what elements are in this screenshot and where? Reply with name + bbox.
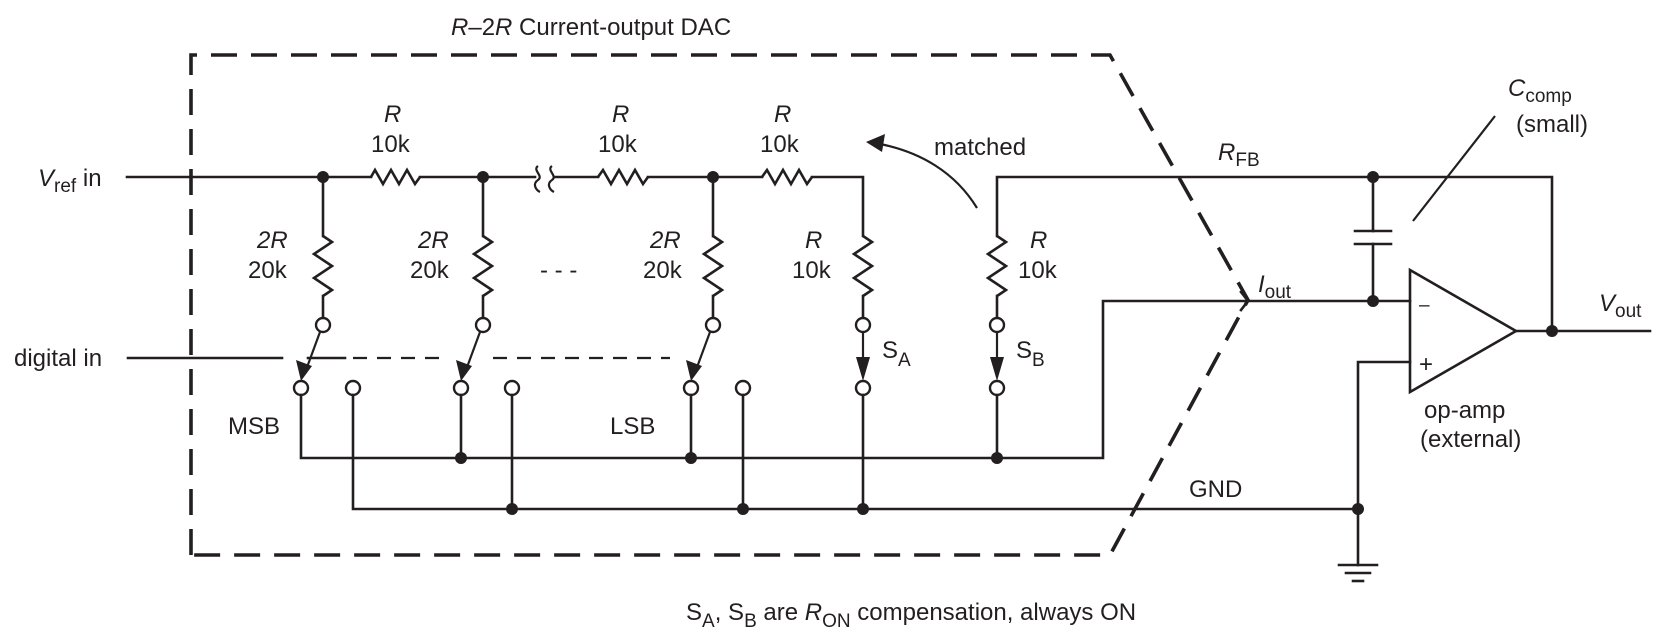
switch-lsb [682,316,752,397]
iout-label: Iout [1258,271,1292,303]
series-resistor-1 [369,167,422,187]
series-resistor-3 [760,167,814,187]
ccomp-capacitor [1353,175,1393,303]
shunt-branch-lsb [701,175,725,320]
shunt-branch-2 [471,175,495,320]
matched-arrow [879,142,978,209]
series-resistor-2 [596,167,650,187]
sb-label: SB [1016,337,1045,371]
vref-in-label: Vref in [38,165,102,197]
switch-2 [452,316,521,397]
feedback-r-value: 10k [1018,257,1058,284]
rfb-label: RFB [1218,139,1260,171]
series-2-symbol: R [612,101,629,128]
gnd-bus [351,360,1412,567]
ladder-wire [810,175,865,238]
sa-label: SA [882,337,911,371]
footnote: SA, SB are RON compensation, always ON [686,599,1136,632]
shunt-1-value: 20k [248,257,288,284]
opamp-label: op-amp [1424,397,1505,424]
shunt-4-symbol: R [805,227,822,254]
switch-sb [988,316,1006,397]
msb-label: MSB [228,413,280,440]
ccomp-note: (small) [1516,111,1588,138]
lsb-label: LSB [610,413,655,440]
junction-nodes [317,171,1558,515]
shunt-3-symbol: 2R [649,227,681,254]
vout-label: Vout [1599,290,1642,322]
iout-bus [299,290,1412,460]
dac-boundary [189,53,1251,557]
break-symbol [533,165,555,193]
matched-label: matched [934,134,1026,161]
series-2-value: 10k [598,131,638,158]
ground-icon [1337,563,1379,583]
opamp-minus: – [1419,295,1430,316]
switch-sa [854,316,872,397]
shunt-2-value: 20k [410,257,450,284]
feedback-r-symbol: R [1030,227,1047,254]
gnd-label: GND [1189,476,1242,503]
digital-in-label: digital in [14,345,102,372]
diagram-title: R–2R Current-output DAC [451,14,731,41]
matched-arrowhead-icon [866,134,885,152]
shunt-1-symbol: 2R [256,227,288,254]
ladder-ellipsis: - - - [540,257,577,284]
termination-branch [851,234,875,320]
series-3-symbol: R [774,101,791,128]
ccomp-label: Ccomp [1508,75,1572,107]
shunt-2-symbol: 2R [417,227,449,254]
series-1-symbol: R [384,101,401,128]
opamp-note: (external) [1420,426,1521,453]
shunt-3-value: 20k [643,257,683,284]
shunt-4-value: 10k [792,257,832,284]
feedback-wire [1371,175,1554,333]
series-1-value: 10k [371,131,411,158]
opamp-plus: + [1419,351,1433,378]
feedback-resistor [985,175,1375,320]
switch-msb [292,316,362,397]
opamp [1408,267,1652,395]
ccomp-leader-line [1412,115,1496,222]
series-3-value: 10k [760,131,800,158]
shunt-branch-msb [311,175,335,320]
